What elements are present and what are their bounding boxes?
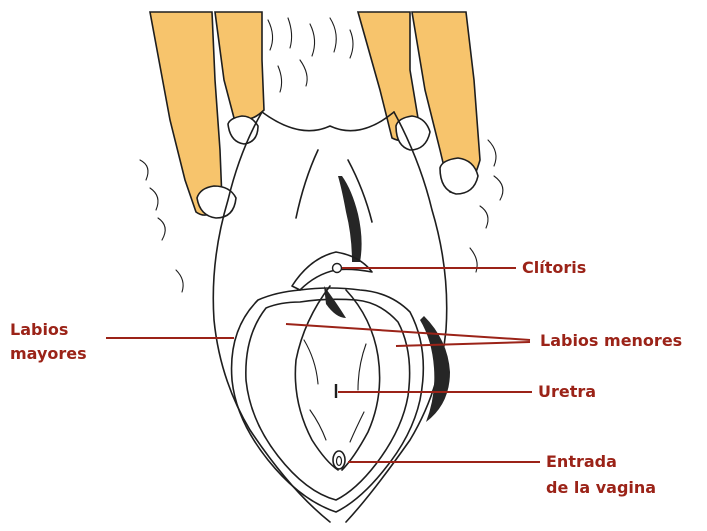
labia-minora-right (342, 290, 380, 470)
left-fingers (150, 12, 264, 218)
label-labios-mayores-line2: mayores (10, 344, 87, 364)
left-finger-inner (215, 12, 264, 120)
minora-fold-1 (304, 340, 318, 384)
label-entrada-line2: de la vagina (546, 478, 656, 498)
vaginal-opening-inner (337, 457, 342, 466)
leader-labios-menores-upper (286, 324, 530, 340)
left-finger-outer (150, 12, 222, 215)
label-labios-menores: Labios menores (540, 331, 682, 351)
label-labios-mayores-line1: Labios (10, 320, 68, 340)
minora-fold-2 (358, 344, 366, 390)
clitoris-glans (333, 264, 342, 273)
minora-fold-3 (310, 410, 326, 440)
upper-cleft-left (296, 150, 318, 218)
label-uretra: Uretra (538, 382, 596, 402)
labia-minora-left (295, 286, 338, 470)
label-clitoris: Clítoris (522, 258, 586, 278)
outer-contour-left (213, 112, 330, 522)
left-fingernail-2 (228, 116, 258, 144)
leader-labios-menores-lower (396, 342, 530, 346)
outer-contour-right (346, 112, 447, 522)
clitoral-hood-shadow (338, 176, 362, 262)
right-fingernail-1 (396, 116, 430, 150)
mons-contour (262, 112, 394, 131)
labia-majora-outline (232, 288, 424, 512)
label-entrada-line1: Entrada (546, 452, 617, 472)
minora-fold-4 (350, 412, 364, 442)
